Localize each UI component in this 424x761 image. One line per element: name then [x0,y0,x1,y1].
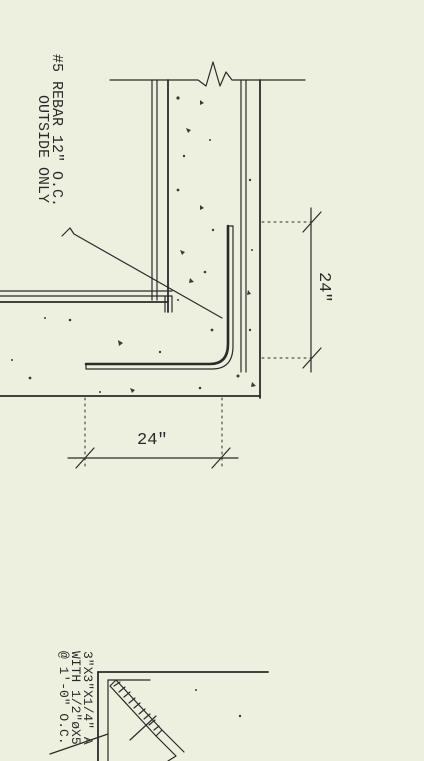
angle-flange-2 [161,729,185,753]
angle-note-line-1: 3"X3"X1/4" A [80,651,95,745]
rebar-note-line-2: OUTSIDE ONLY [34,95,51,203]
steel-angle-detail: 3"X3"X1/4" A WITH 1/2"øX5 @ 1'-0" O.C. [49,651,269,761]
angle-flange [155,735,177,761]
wall-break-line [109,61,306,87]
angle-anchor [129,715,157,741]
vertical-dimension [261,207,322,373]
angle-leader-line [49,733,109,755]
corner-l-bar-outer [84,224,230,366]
angle-hatching [113,681,160,731]
horizontal-dimension [67,397,239,469]
rebar-note-line-1: #5 REBAR 12" O.C. [48,54,65,207]
angle-leg [109,679,163,737]
angle-note-line-2: WITH 1/2"øX5 [68,651,83,745]
rebar-leader-tail [61,227,71,237]
rebar-leader-line [69,227,223,319]
corner-l-bar-inner [85,225,234,370]
wall-corner-detail: #5 REBAR 12" O.C. OUTSIDE ONLY 24" 24" [0,54,333,469]
vertical-dimension-label: 24" [314,272,333,303]
angle-note-line-3: @ 1'-0" O.C. [56,651,71,745]
horizontal-dimension-label: 24" [137,431,168,450]
concrete-aggregate [11,96,256,393]
